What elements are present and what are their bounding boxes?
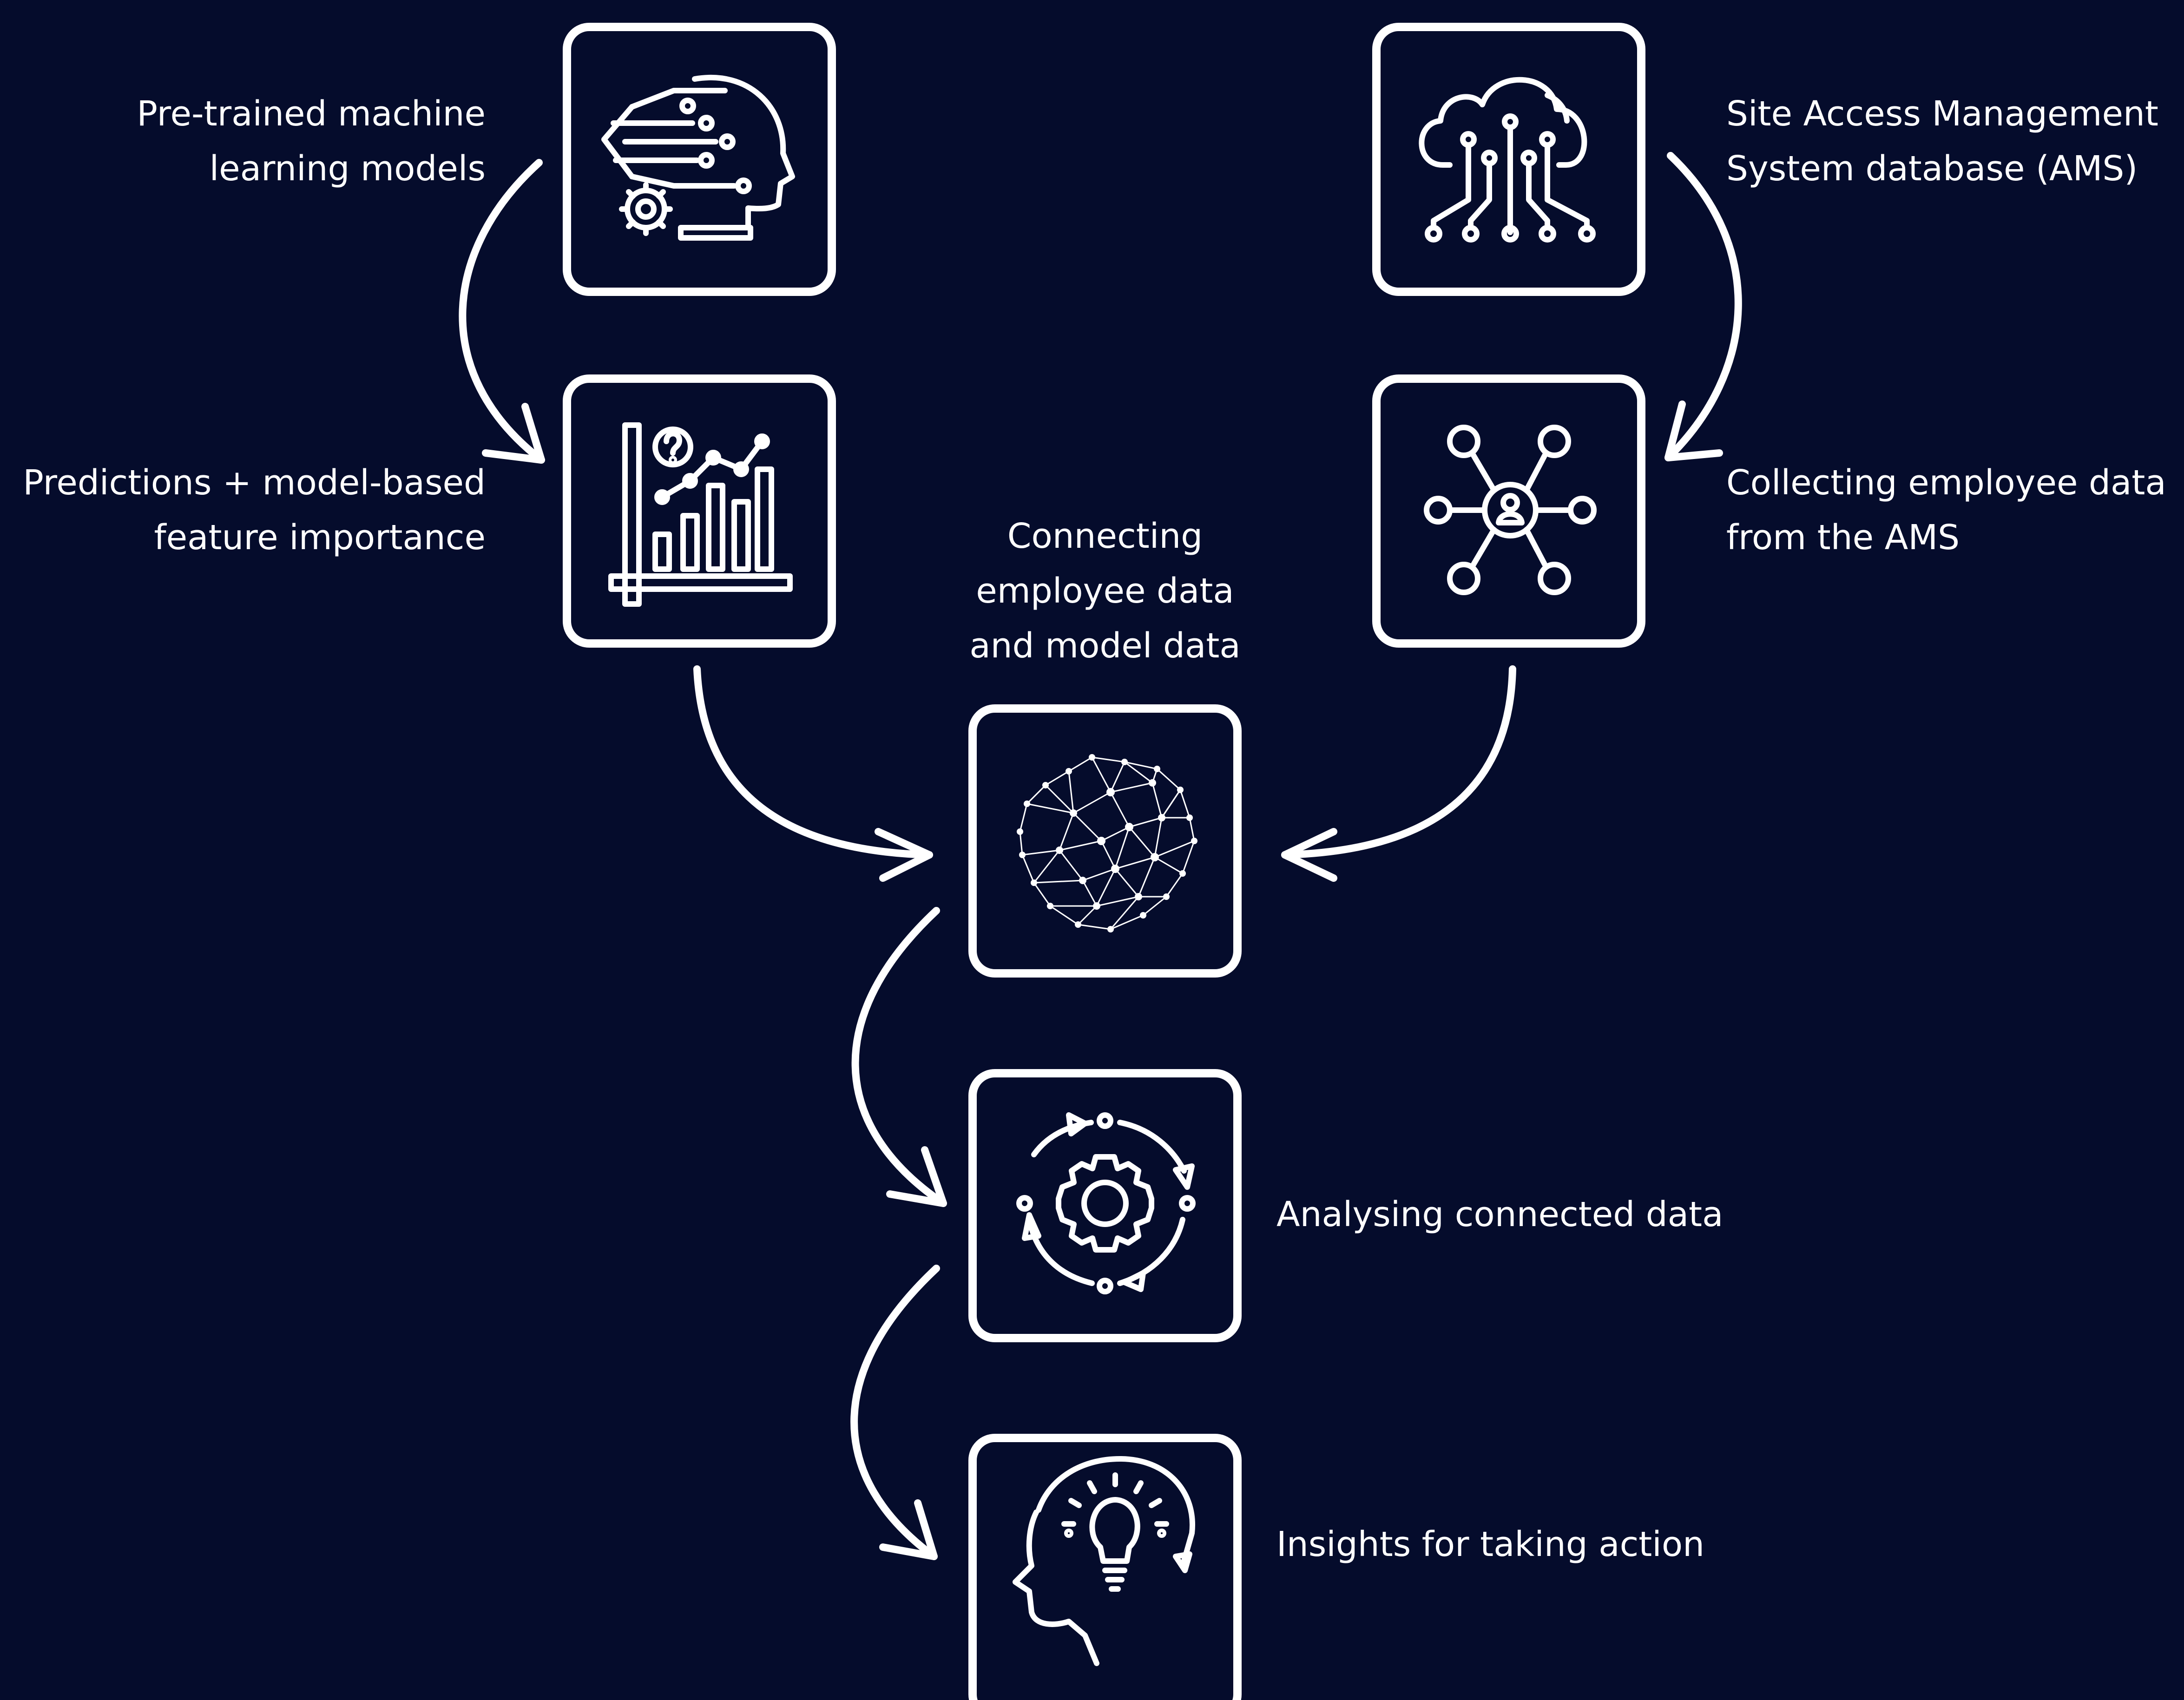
network-sphere-nodes bbox=[1017, 754, 1197, 932]
box-ams-database bbox=[1372, 23, 1645, 296]
arrow-connecting-to-analysing bbox=[851, 907, 947, 1207]
label-connecting-line-3: and model data bbox=[969, 626, 1241, 666]
label-connecting: Connecting employee data and model data bbox=[919, 509, 1291, 673]
arrow-ml-to-predictions bbox=[459, 159, 545, 464]
label-predictions-line-1: Predictions + model-based bbox=[23, 463, 486, 503]
box-analysing bbox=[968, 1069, 1242, 1342]
arrow-predictions-to-connecting bbox=[693, 665, 933, 882]
person-network-icon bbox=[1424, 425, 1597, 595]
box-ml-models bbox=[563, 23, 836, 296]
label-predictions: Predictions + model-based feature import… bbox=[9, 455, 486, 565]
label-ml-models-line-1: Pre-trained machine bbox=[137, 94, 486, 134]
label-ml-models-line-2: learning models bbox=[209, 149, 486, 189]
box-predictions bbox=[563, 374, 836, 648]
label-predictions-line-2: feature importance bbox=[154, 518, 486, 558]
label-ams-database: Site Access Management System database (… bbox=[1726, 86, 2182, 196]
label-analysing-line-1: Analysing connected data bbox=[1276, 1195, 1724, 1234]
label-collecting-line-1: Collecting employee data bbox=[1726, 463, 2166, 503]
label-collecting: Collecting employee data from the AMS bbox=[1726, 455, 2182, 565]
label-connecting-line-1: Connecting bbox=[1007, 516, 1203, 556]
cloud-network-icon bbox=[1419, 77, 1596, 243]
box-connecting bbox=[968, 704, 1242, 978]
ai-head-circuit-icon bbox=[601, 74, 795, 241]
label-ams-database-line-1: Site Access Management bbox=[1726, 94, 2158, 134]
bar-chart-question-icon bbox=[608, 422, 793, 607]
label-connecting-line-2: employee data bbox=[976, 571, 1234, 611]
label-insights: Insights for taking action bbox=[1276, 1517, 1834, 1572]
gear-cycle-icon bbox=[1016, 1112, 1196, 1294]
box-collecting bbox=[1372, 374, 1645, 648]
label-insights-line-1: Insights for taking action bbox=[1276, 1524, 1705, 1564]
label-ams-database-line-2: System database (AMS) bbox=[1726, 149, 2138, 189]
arrow-collecting-to-connecting bbox=[1281, 665, 1516, 882]
label-ml-models: Pre-trained machine learning models bbox=[93, 86, 486, 196]
label-collecting-line-2: from the AMS bbox=[1726, 518, 1960, 558]
label-analysing: Analysing connected data bbox=[1276, 1187, 1834, 1242]
arrow-ams-to-collecting bbox=[1664, 152, 1742, 461]
box-insights bbox=[968, 1434, 1242, 1700]
head-lightbulb-icon bbox=[1013, 1456, 1195, 1666]
arrow-analysing-to-insights bbox=[850, 1265, 940, 1560]
